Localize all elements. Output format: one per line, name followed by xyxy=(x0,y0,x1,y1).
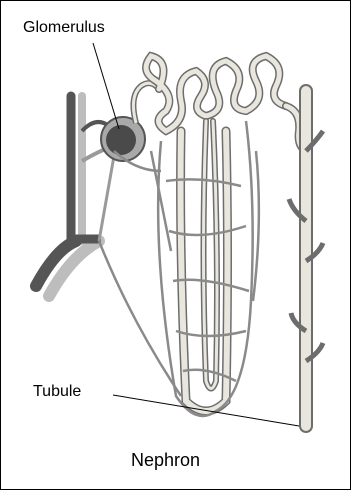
glomerulus-leader-line xyxy=(93,43,119,129)
collecting-duct xyxy=(289,91,323,426)
blood-vessels xyxy=(36,96,114,296)
tubule-label: Tubule xyxy=(33,383,81,401)
loop-of-henle xyxy=(181,121,228,411)
glomerulus-capsule xyxy=(101,83,159,161)
tubule-leader-line xyxy=(113,395,299,426)
glomerulus-label: Glomerulus xyxy=(23,19,105,37)
diagram-caption: Nephron xyxy=(131,450,200,471)
